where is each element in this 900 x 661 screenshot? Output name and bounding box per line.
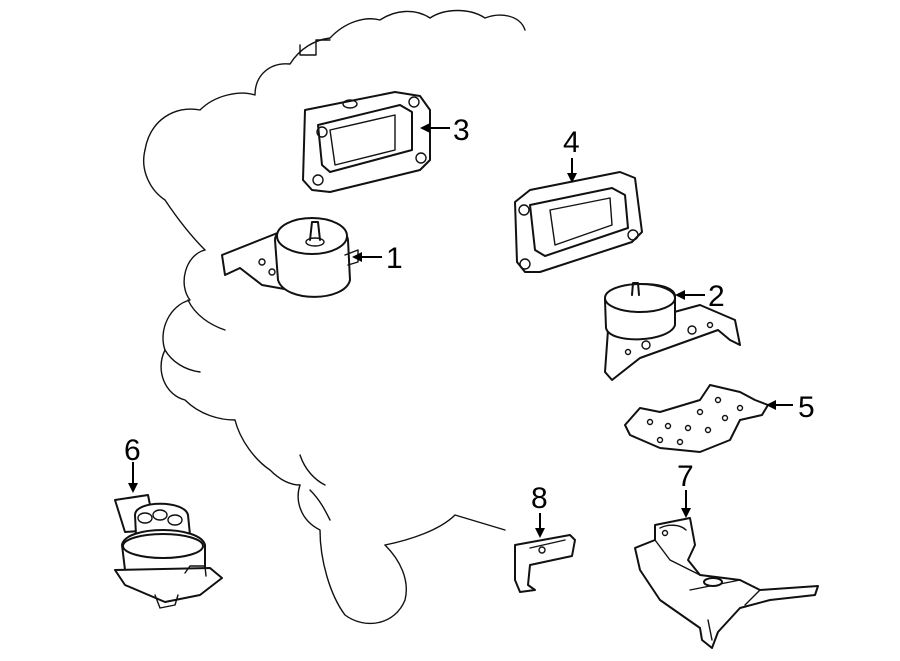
callout-4: 4	[563, 126, 580, 159]
callout-arrows	[128, 123, 793, 538]
part-4-mount-bracket	[514, 171, 643, 273]
callout-1: 1	[386, 242, 403, 275]
callout-5: 5	[798, 391, 815, 424]
callout-2: 2	[708, 280, 725, 313]
part-6-transmission-mount	[114, 494, 223, 609]
callout-7: 7	[677, 460, 694, 493]
engine-outline	[143, 9, 526, 625]
part-1-engine-mount	[221, 217, 359, 298]
callout-8: 8	[531, 482, 548, 515]
callout-3: 3	[453, 114, 470, 147]
callout-6: 6	[124, 434, 141, 467]
part-8-small-bracket	[514, 534, 576, 593]
part-2-engine-mount	[604, 282, 741, 381]
part-7-bracket	[634, 517, 819, 649]
callout-labels: 1 2 3 4 5 6 7 8	[124, 114, 815, 515]
part-5-plate	[624, 384, 769, 453]
part-3-mount-bracket	[302, 91, 431, 193]
